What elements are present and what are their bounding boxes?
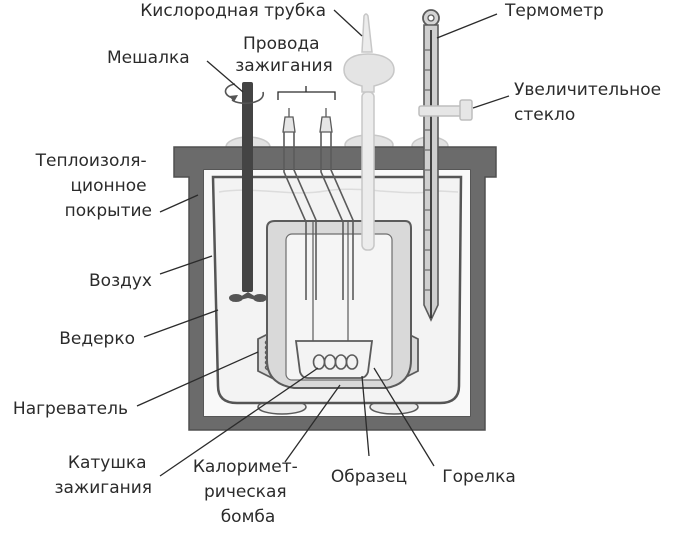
stirrer — [224, 82, 267, 302]
label-bucket: Ведерко — [59, 329, 135, 349]
label-calorimetric-bomb: Калоримет- рическая бомба — [193, 457, 303, 527]
leader-bucket — [143, 309, 219, 338]
label-air: Воздух — [89, 271, 152, 291]
label-ignition-wires: Провода зажигания — [235, 34, 333, 76]
label-heater: Нагреватель — [13, 399, 128, 419]
thermometer — [422, 9, 440, 322]
leader-sample — [361, 375, 370, 457]
label-magnifier: Увеличительное стекло — [514, 80, 666, 125]
magnifier — [418, 99, 473, 121]
calorimeter-drawing — [173, 9, 497, 431]
labels: Кислородная трубка Термометр Мешалка Про… — [13, 1, 666, 527]
label-stirrer: Мешалка — [107, 48, 190, 68]
leader-magnifier — [472, 95, 510, 109]
oxygen-tube — [343, 13, 395, 251]
label-burner: Горелка — [442, 467, 516, 487]
label-sample: Образец — [331, 467, 407, 487]
label-thermometer: Термометр — [504, 1, 604, 21]
water-surface — [218, 188, 459, 194]
leader-coil — [159, 367, 319, 477]
leader-air — [159, 255, 213, 275]
leader-stirrer — [206, 60, 244, 93]
ignition-coil — [312, 354, 359, 370]
wire-plugs — [282, 108, 333, 133]
leader-heater — [136, 351, 259, 407]
label-oxygen-tube: Кислородная трубка — [140, 1, 326, 21]
leader-wires — [277, 86, 336, 100]
sample-cup — [294, 340, 374, 379]
leader-bomb — [284, 384, 341, 463]
leader-lines — [136, 9, 510, 477]
leader-burner — [373, 367, 435, 467]
ignition-wires — [283, 130, 354, 352]
leader-insulation — [159, 194, 199, 213]
leader-oxygen-tube — [333, 9, 363, 37]
leader-thermometer — [436, 13, 498, 39]
label-insulation: Теплоизоля- ционное покрытие — [35, 151, 152, 221]
label-ignition-coil: Катушка зажигания — [54, 453, 152, 498]
